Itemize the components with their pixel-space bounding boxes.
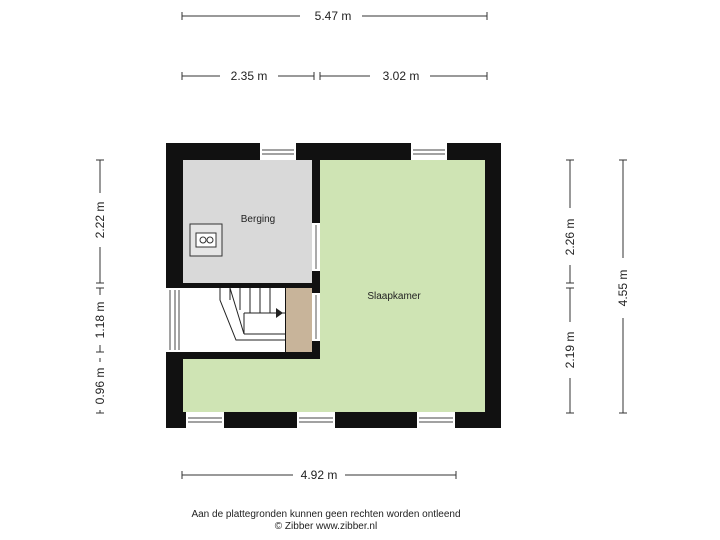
room-label-storage: Berging	[241, 214, 275, 225]
dimension-top-total	[181, 12, 488, 20]
dimension-top-total-label: 5.47 m	[315, 9, 352, 23]
dimension-left-top	[96, 159, 104, 284]
dimension-top-right-label: 3.02 m	[383, 69, 420, 83]
dimension-right-bottom	[566, 287, 574, 414]
stair-landing	[286, 288, 312, 352]
dimension-right-total-label: 4.55 m	[616, 270, 630, 307]
dimension-left-bottom	[96, 358, 104, 414]
storage-floor	[183, 160, 312, 283]
dimension-bottom-total	[181, 471, 457, 479]
dimension-right-top	[566, 159, 574, 284]
footer-disclaimer: Aan de plattegronden kunnen geen rechten…	[191, 509, 461, 520]
stairwell	[183, 288, 285, 352]
window-top-storage	[260, 143, 296, 160]
window-top-bedroom	[411, 143, 447, 160]
room-label-bedroom: Slaapkamer	[367, 291, 421, 302]
dimension-right-bottom-label: 2.19 m	[563, 332, 577, 369]
dimension-top-left-label: 2.35 m	[231, 69, 268, 83]
dimension-top-left	[181, 72, 315, 80]
boiler-icon	[189, 223, 223, 257]
window-stairs-left-frame	[169, 290, 180, 350]
dimension-right-total	[619, 159, 627, 414]
dimension-right-top-label: 2.26 m	[563, 219, 577, 256]
bedroom-floor	[183, 160, 485, 412]
window-bottom-right	[417, 412, 455, 428]
dimension-left-bottom-label: 0.96 m	[93, 368, 107, 405]
dimension-left-mid	[96, 287, 104, 353]
window-bottom-left	[186, 412, 224, 428]
dimension-left-mid-label: 1.18 m	[93, 302, 107, 339]
dimension-left-top-label: 2.22 m	[93, 202, 107, 239]
footer-copyright: © Zibber www.zibber.nl	[274, 521, 378, 532]
window-bottom-middle	[297, 412, 335, 428]
dimension-bottom-total-label: 4.92 m	[301, 468, 338, 482]
stair-direction-arrow	[276, 308, 283, 318]
dimension-top-right	[319, 72, 488, 80]
